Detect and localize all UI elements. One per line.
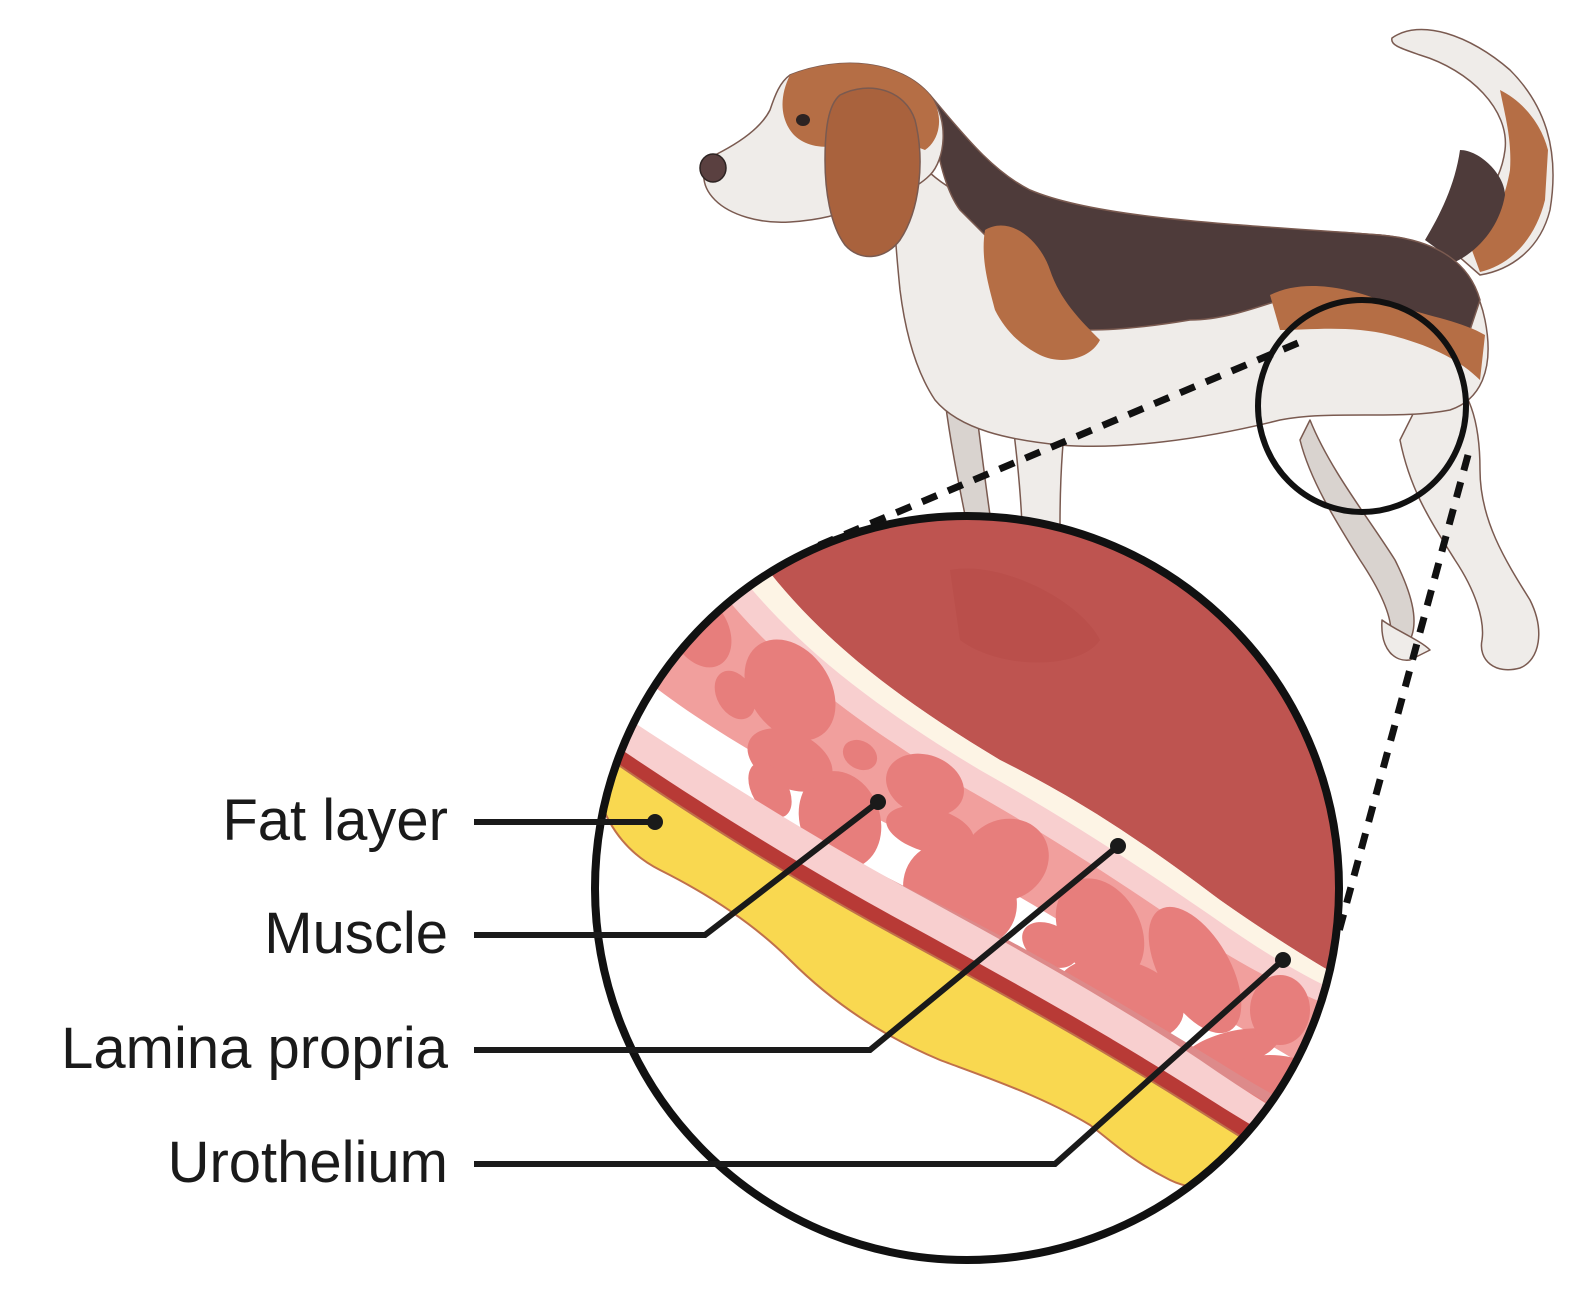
leader-dots bbox=[647, 794, 1291, 968]
dog-ear bbox=[824, 87, 921, 258]
dog-nose bbox=[699, 153, 727, 183]
dog-brown-patch bbox=[983, 225, 1100, 360]
fat-layer bbox=[599, 750, 1293, 1190]
leader-urothelium bbox=[474, 957, 1286, 1167]
label-lamina-propria: Lamina propria bbox=[61, 1016, 448, 1081]
leader-muscle bbox=[474, 799, 880, 938]
lamina-propria-lower bbox=[600, 700, 1339, 1175]
urothelium-layer bbox=[740, 560, 1339, 995]
label-muscle: Muscle bbox=[264, 901, 448, 966]
dog-eye bbox=[796, 114, 810, 126]
dot-lamina-propria bbox=[1110, 838, 1126, 854]
dog-hind-leg-near bbox=[1399, 359, 1540, 671]
dot-urothelium bbox=[1275, 952, 1291, 968]
beagle-dog-illustration bbox=[699, 28, 1554, 671]
leader-lamina-propria bbox=[474, 843, 1120, 1053]
lamina-propria-upper bbox=[720, 575, 1339, 1012]
label-urothelium: Urothelium bbox=[167, 1130, 448, 1195]
lumen-region bbox=[760, 516, 1339, 980]
zoom-source-circle bbox=[1255, 297, 1469, 515]
dot-fat-layer bbox=[647, 814, 663, 830]
magnified-view-circle bbox=[591, 512, 1343, 1264]
dog-hind-leg-far bbox=[1299, 419, 1415, 656]
dot-muscle bbox=[870, 794, 886, 810]
zoom-connector-upper bbox=[813, 339, 1300, 551]
label-fat-layer: Fat layer bbox=[222, 788, 448, 853]
leader-lines bbox=[474, 799, 1286, 1167]
